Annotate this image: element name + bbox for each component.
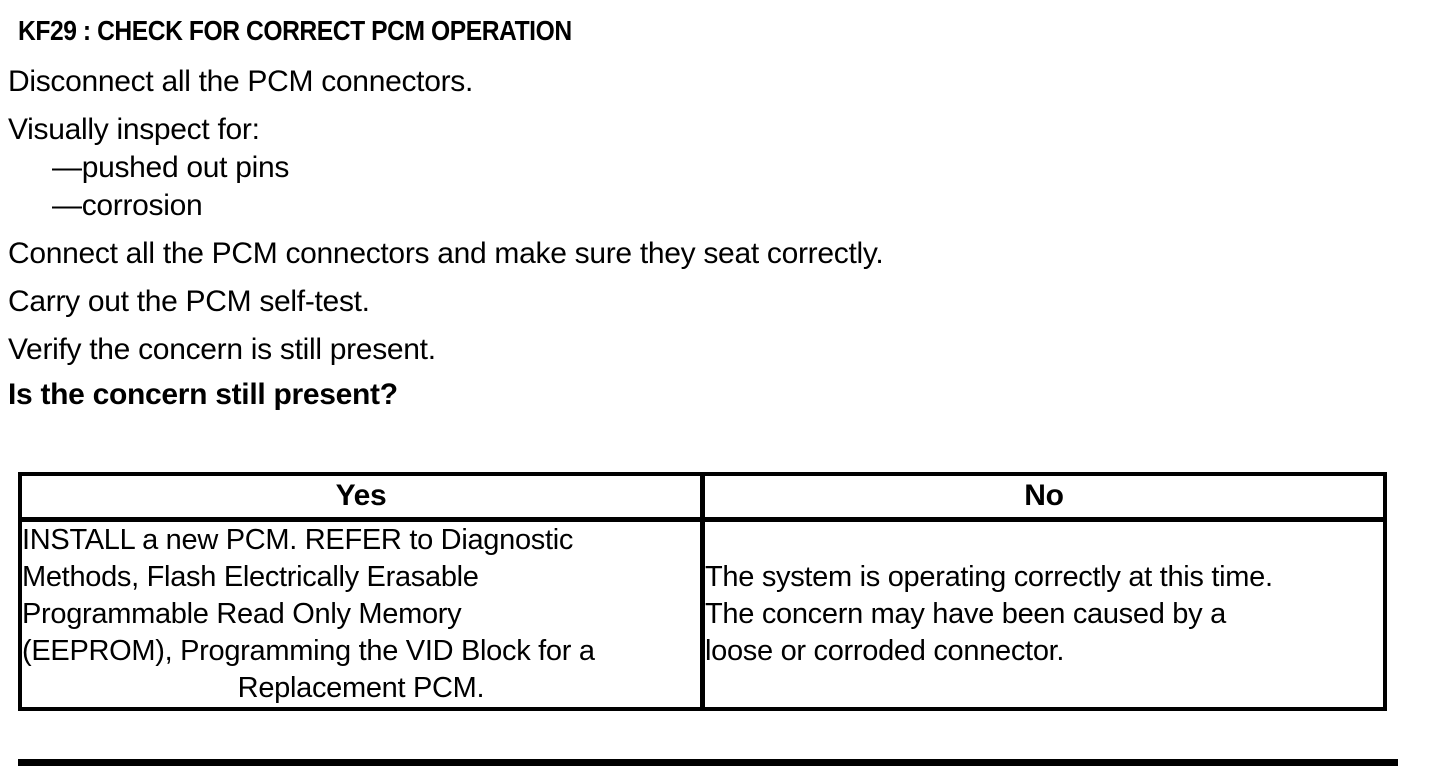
inspect-item-corrosion: —corrosion: [52, 189, 203, 222]
instruction-connect: Connect all the PCM connectors and make …: [8, 237, 884, 270]
instruction-verify: Verify the concern is still present.: [8, 333, 436, 366]
page-divider-rule: [18, 759, 1398, 766]
results-table: Yes No INSTALL a new PCM. REFER to Diagn…: [18, 472, 1387, 711]
no-action-line: The concern may have been caused by a: [705, 598, 1226, 630]
yes-action-line: Programmable Read Only Memory: [22, 598, 462, 630]
yes-action-line: Replacement PCM.: [237, 672, 485, 704]
results-action-row: INSTALL a new PCM. REFER to Diagnostic M…: [20, 519, 1385, 710]
procedure-title: KF29 : CHECK FOR CORRECT PCM OPERATION: [18, 15, 572, 46]
results-header-row: Yes No: [20, 474, 1385, 522]
no-column-header: No: [700, 474, 1385, 522]
yes-action-line: Methods, Flash Electrically Erasable: [22, 561, 479, 593]
inspect-item-pushed-out-pins: —pushed out pins: [52, 151, 290, 184]
no-action-cell: The system is operating correctly at thi…: [700, 519, 1385, 709]
instruction-disconnect: Disconnect all the PCM connectors.: [8, 65, 474, 98]
instruction-self-test: Carry out the PCM self-test.: [8, 285, 370, 318]
yes-action-cell: INSTALL a new PCM. REFER to Diagnostic M…: [20, 520, 703, 710]
decision-question: Is the concern still present?: [8, 378, 398, 411]
yes-action-line: (EEPROM), Programming the VID Block for …: [22, 635, 595, 667]
inspect-list: —pushed out pins —corrosion: [0, 151, 1440, 222]
yes-action-line: INSTALL a new PCM. REFER to Diagnostic: [22, 524, 574, 556]
no-action-line: The system is operating correctly at thi…: [705, 561, 1273, 593]
yes-column-header: Yes: [20, 474, 703, 522]
instruction-inspect: Visually inspect for:: [8, 113, 260, 146]
no-action-line: loose or corroded connector.: [705, 635, 1065, 667]
